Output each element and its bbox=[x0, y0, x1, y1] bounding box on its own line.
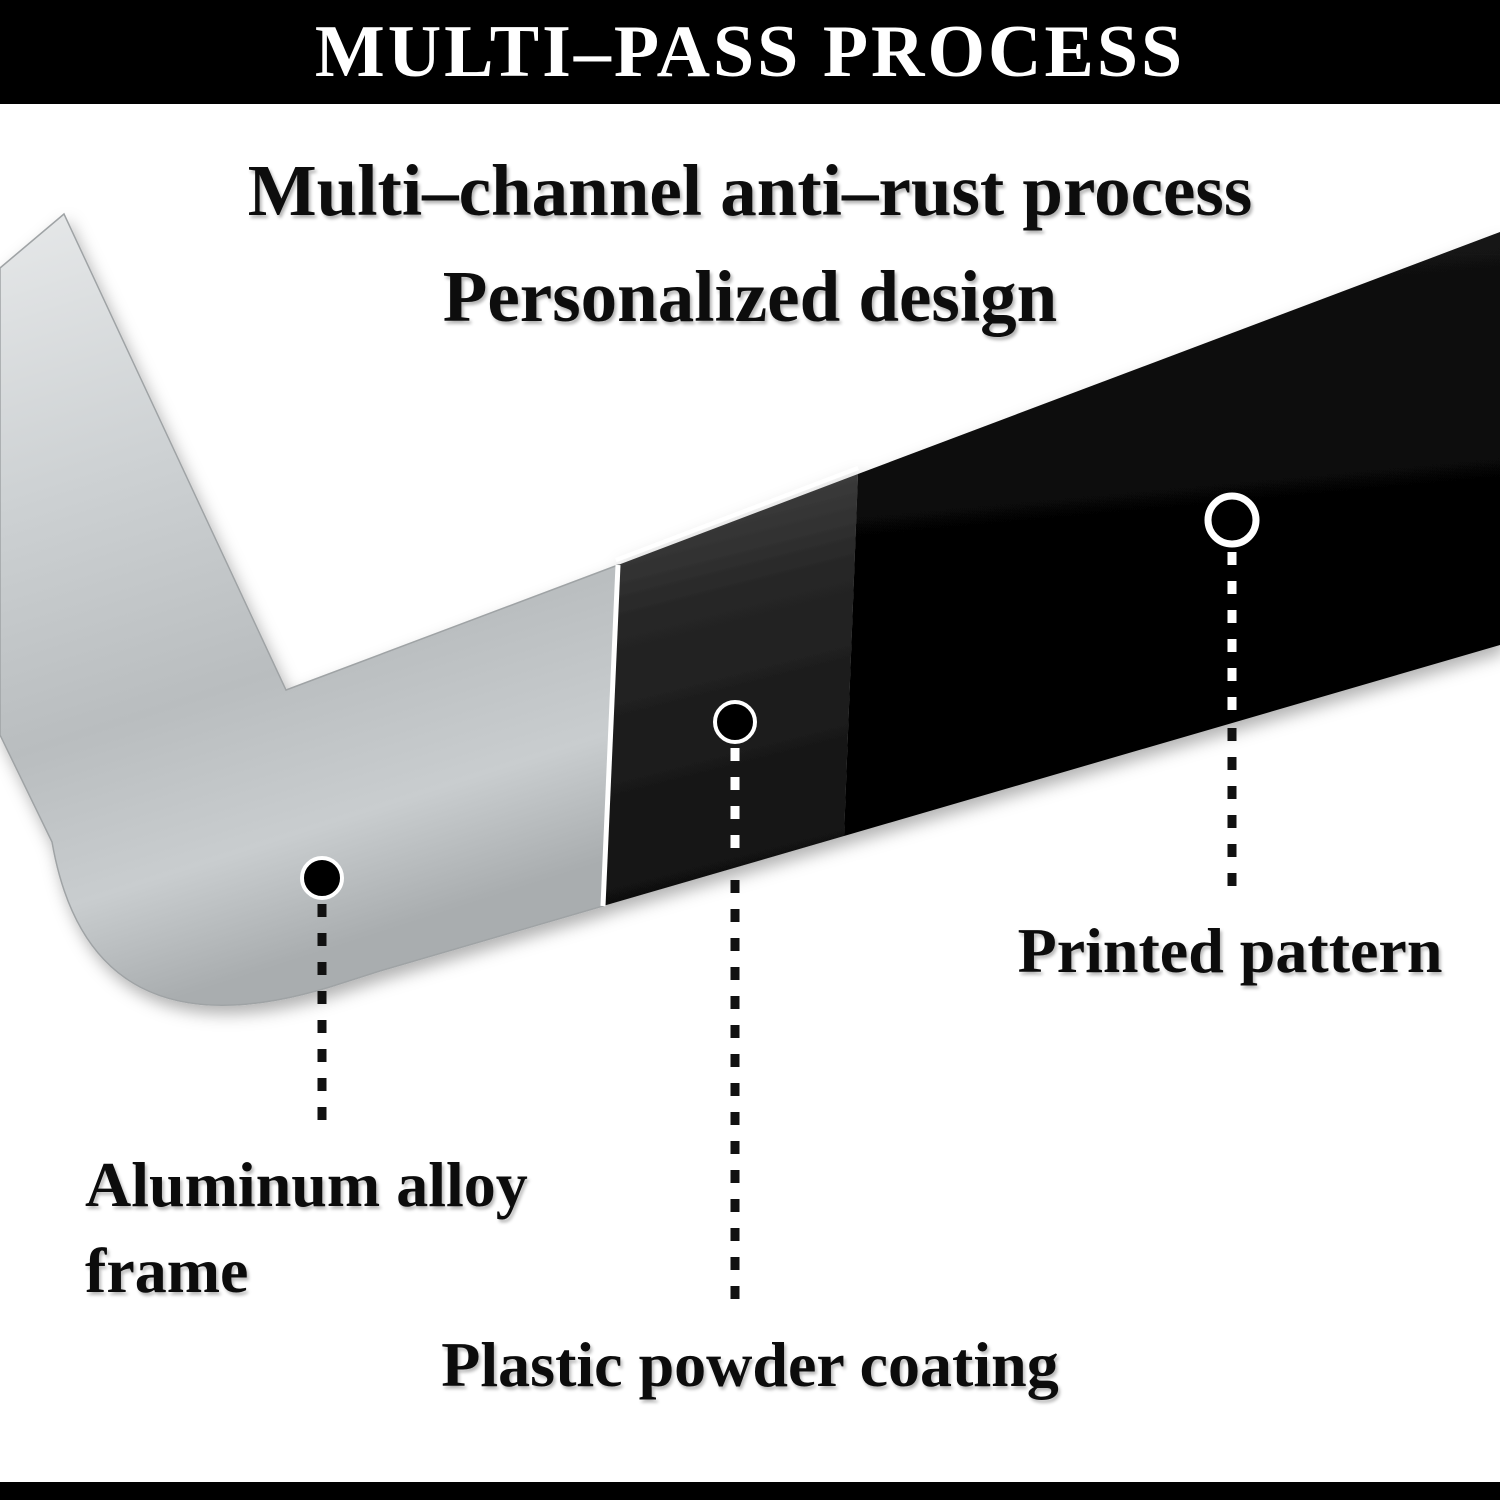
aluminum-frame-segment bbox=[0, 212, 619, 1007]
header-bar: MULTI–PASS PROCESS bbox=[0, 0, 1500, 104]
intro-line-1: Multi–channel anti–rust process bbox=[247, 150, 1253, 231]
coating-callout-dot bbox=[713, 700, 757, 744]
footer-bar bbox=[0, 1482, 1500, 1500]
aluminum-frame-label: Aluminum alloy frame bbox=[85, 1149, 528, 1307]
printed-pattern-label: Printed pattern bbox=[1017, 915, 1443, 986]
aluminum-callout-dot bbox=[300, 856, 344, 900]
segment-divider-line bbox=[600, 564, 621, 907]
intro-line-2: Personalized design bbox=[442, 255, 1058, 337]
printed-pattern-segment bbox=[844, 232, 1500, 836]
powder-coating-segment bbox=[603, 474, 858, 906]
page-title: MULTI–PASS PROCESS bbox=[314, 10, 1186, 93]
coating-top-highlight bbox=[615, 466, 859, 562]
intro-headline: Multi–channel anti–rust process Personal… bbox=[0, 138, 1500, 350]
powder-coating-label: Plastic powder coating bbox=[441, 1329, 1059, 1400]
printed-callout-ring bbox=[1204, 492, 1260, 548]
